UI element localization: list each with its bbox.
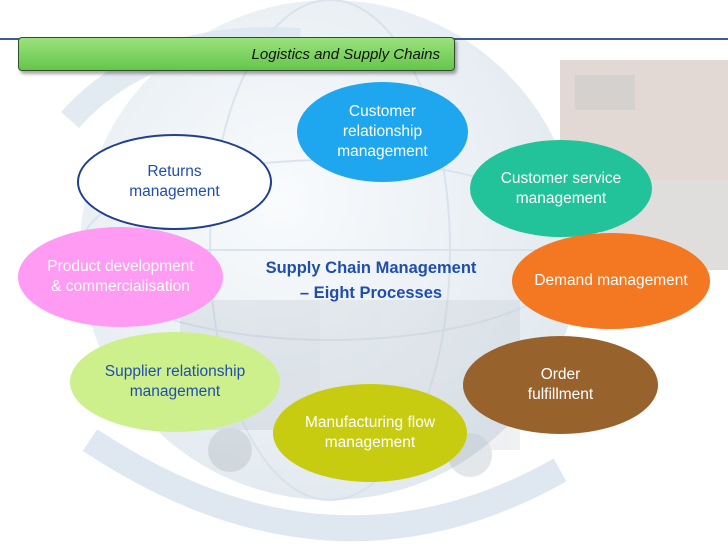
slide-title: Logistics and Supply Chains — [18, 37, 455, 71]
demand-management-node: Demand management — [512, 233, 710, 329]
supplier-relationship-management-node: Supplier relationship management — [70, 332, 280, 432]
customer-service-management-node: Customer service management — [470, 140, 652, 237]
node-label: Customer relationship management — [337, 103, 428, 160]
manufacturing-flow-management-node: Manufacturing flow management — [273, 384, 467, 482]
node-label: Product development & commercialisation — [47, 258, 194, 295]
center-title: Supply Chain Management – Eight Processe… — [265, 259, 477, 302]
node-label: Manufacturing flow management — [304, 414, 436, 451]
customer-relationship-management-node: Customer relationship management — [297, 82, 468, 182]
node-label: Demand management — [534, 272, 688, 289]
node-label: Returns management — [129, 163, 220, 200]
node-label: Order fulfillment — [527, 366, 594, 403]
product-development-node: Product development & commercialisation — [18, 227, 223, 327]
order-fulfillment-node: Order fulfillment — [463, 336, 658, 434]
node-label: Supplier relationship management — [104, 363, 246, 400]
node-label: Customer service management — [500, 169, 622, 207]
returns-management-node: Returns management — [77, 134, 272, 230]
circular-arrow-icon — [82, 429, 567, 542]
